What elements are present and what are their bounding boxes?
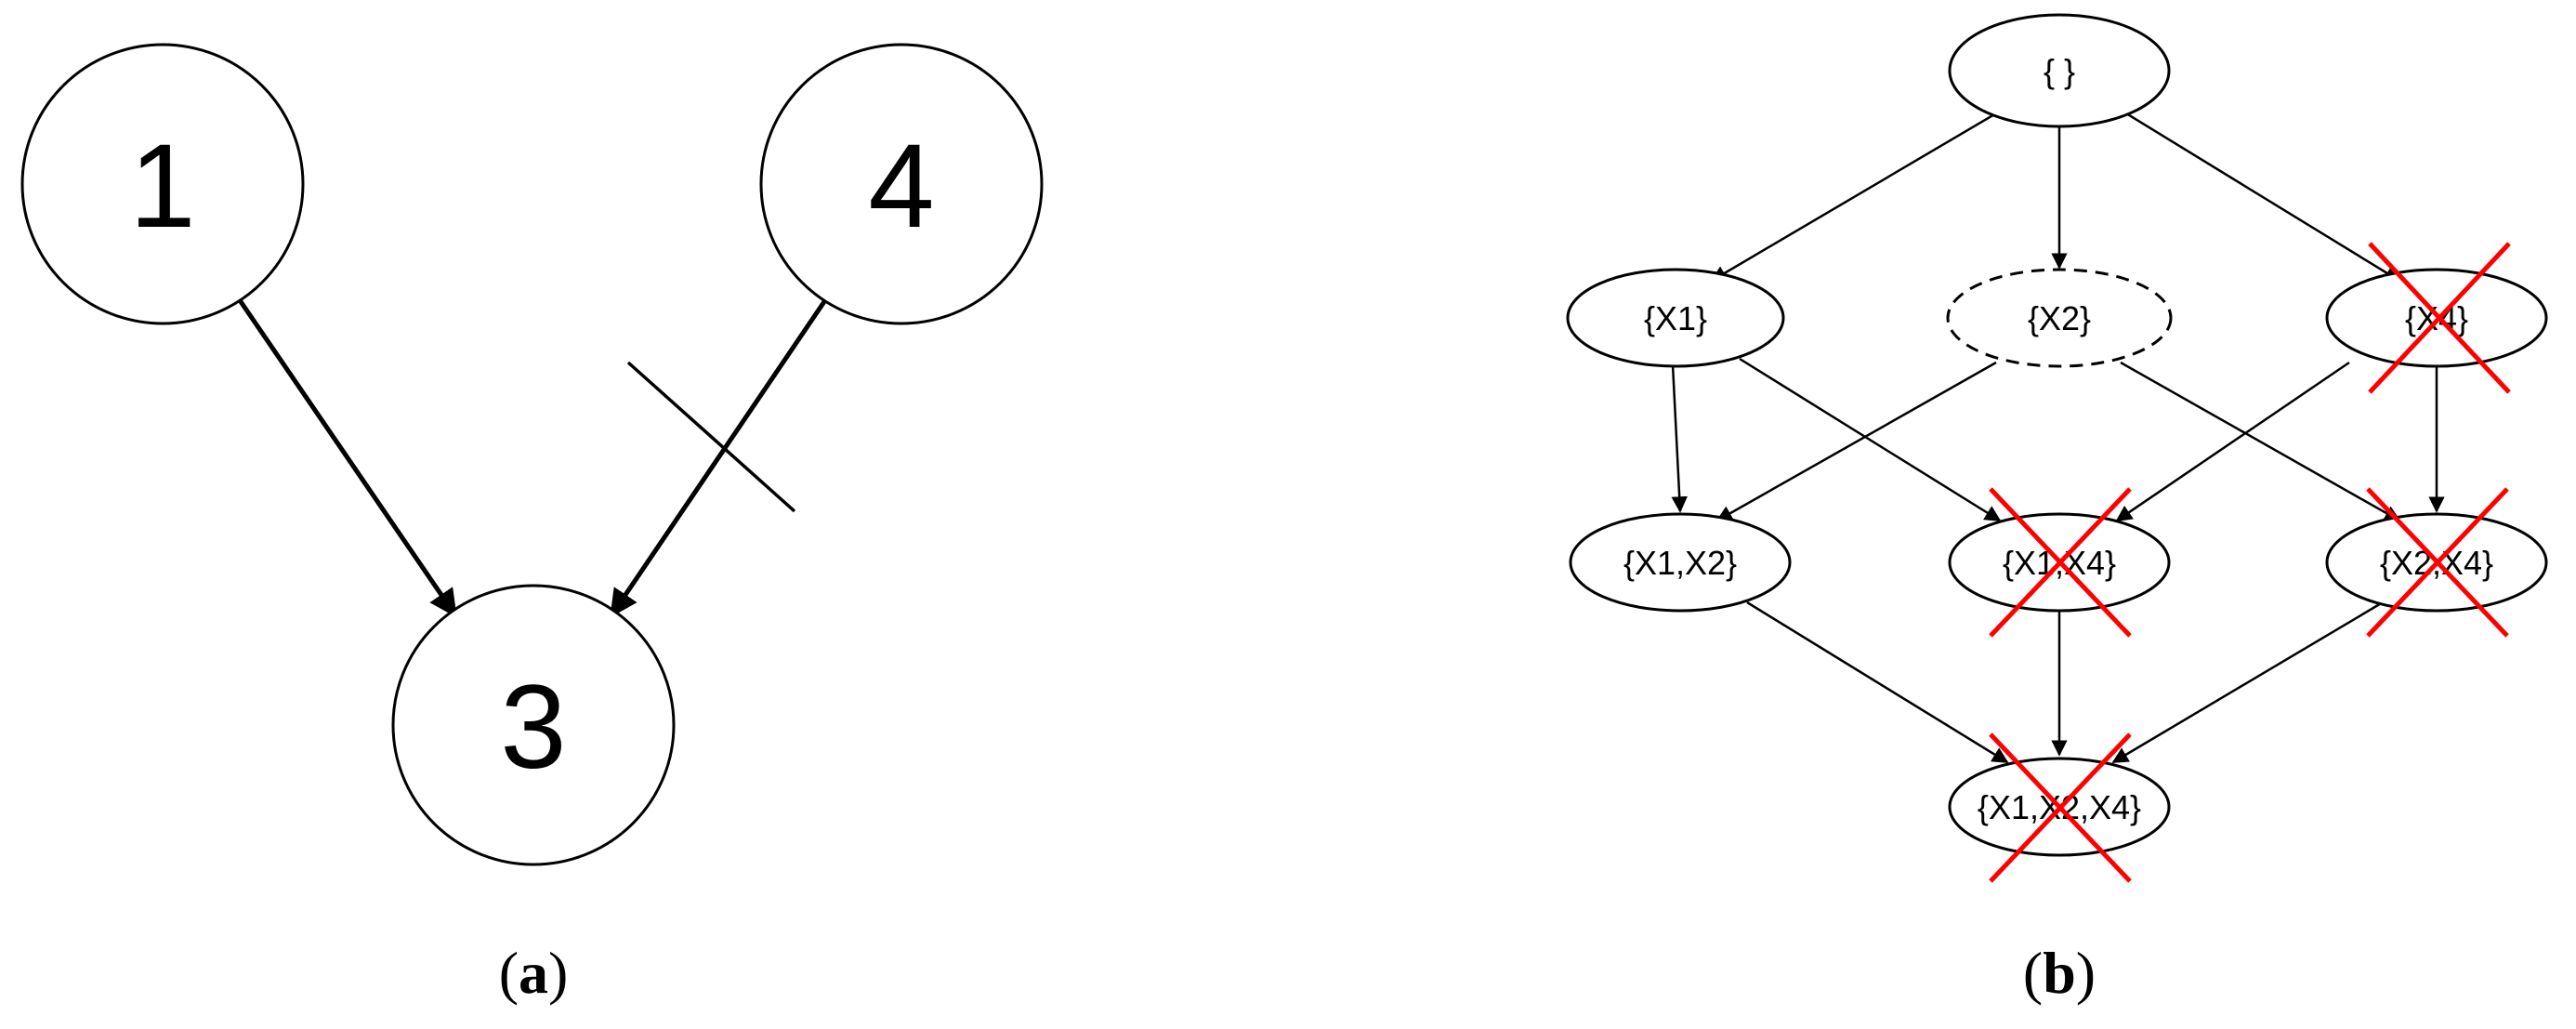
edge-x2-to-x1x2 [1715,361,1997,522]
node-1: 1 [20,43,305,325]
cross-x1x4 [1989,487,2132,638]
edge-x1-to-x1x2 [1671,363,1688,513]
node-x2: {X2} [1946,268,2173,368]
caption-a-open: ( [499,940,519,1006]
caption-b-close: ) [2076,940,2096,1006]
cross-x1x2x4-stroke-2 [1989,732,2132,883]
edge-4-to-3 [609,298,828,618]
edge-x2-to-x2x4 [2120,361,2401,522]
node-x1x2x4: {X1,X2,X4} [1948,757,2171,857]
caption-b-open: ( [2023,940,2043,1006]
node-4: 4 [759,43,1044,325]
caption-a: (a) [499,940,569,1006]
node-x1x2: {X1,X2} [1569,512,1792,613]
node-1-label: 1 [129,120,195,253]
caption-a-close: ) [548,940,568,1006]
node-4-label: 4 [868,120,934,253]
caption-b: (b) [2023,940,2096,1006]
node-empty-set: { } [1948,13,2171,128]
node-x1x2-label: {X1,X2} [1623,544,1737,582]
edge-x1x2-to-x1x2x4 [1746,600,2009,764]
node-empty-set-label: { } [2044,52,2075,90]
caption-b-letter: b [2043,940,2076,1006]
cross-x4-stroke-2 [2368,242,2511,394]
edge-x1-to-x1x4 [1739,357,2002,522]
edge-empty-to-x4 [2125,112,2401,283]
edge-1-to-3 [237,298,458,618]
node-3: 3 [391,584,676,866]
edge-cut-mark [626,361,796,513]
edge-empty-to-x1 [1710,112,1997,283]
caption-a-letter: a [519,940,548,1006]
edge-x2x4-to-x1x2x4 [2111,600,2384,764]
cross-x2x4-stroke-2 [2366,487,2509,638]
cross-x1x2x4 [1989,732,2132,883]
cross-x2x4 [2366,487,2509,638]
cross-x1x4-stroke-2 [1989,487,2132,638]
panel-a: 1 4 3 (a) [20,43,1044,1006]
node-x1-label: {X1} [1644,299,1707,337]
node-x2-label: {X2} [2028,299,2091,337]
panel-b: { } {X1} {X2} {X4} {X1,X2} {X1,X4} {X2,X… [1566,13,2548,1006]
node-3-label: 3 [500,661,566,794]
cross-x4 [2368,242,2511,394]
node-x1: {X1} [1566,268,1785,368]
edge-x4-to-x1x4 [2115,361,2350,522]
